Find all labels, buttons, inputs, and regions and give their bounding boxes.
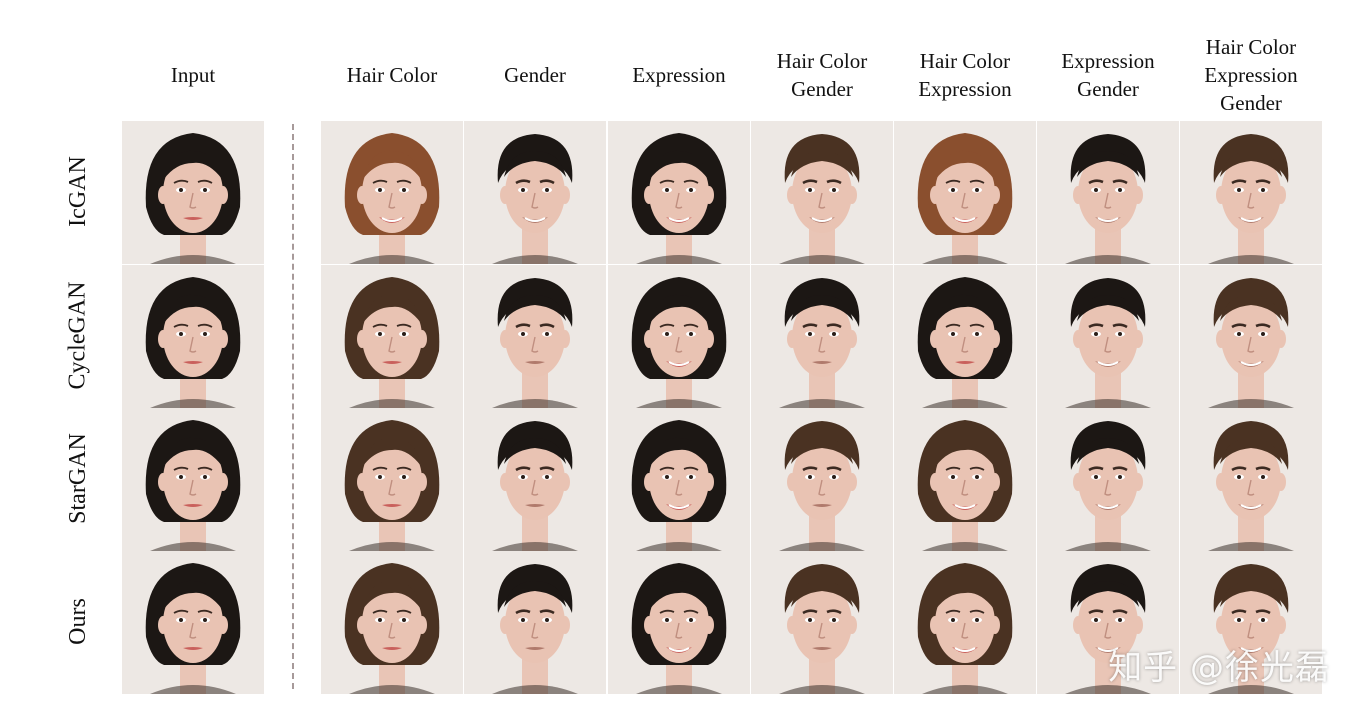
row-label-text: StarGAN [64, 432, 91, 524]
face-image-cyclegan-7 [1180, 265, 1322, 408]
face-image-cyclegan-0 [122, 265, 264, 408]
column-header-3: Expression [632, 63, 726, 87]
face-image-ours-6 [1037, 551, 1179, 694]
face-image-ours-3 [608, 551, 750, 694]
face-image-cyclegan-6 [1037, 265, 1179, 408]
row-label-text: Ours [64, 597, 91, 645]
row-label-text: CycleGAN [64, 281, 91, 389]
row-label-1: CycleGAN [48, 265, 108, 405]
face-image-stargan-0 [122, 408, 264, 551]
face-image-icgan-4 [751, 121, 893, 264]
face-image-icgan-1 [321, 121, 463, 264]
face-image-icgan-2 [464, 121, 606, 264]
face-image-ours-4 [751, 551, 893, 694]
face-image-cyclegan-4 [751, 265, 893, 408]
face-image-ours-5 [894, 551, 1036, 694]
face-image-cyclegan-3 [608, 265, 750, 408]
face-image-ours-1 [321, 551, 463, 694]
face-image-stargan-4 [751, 408, 893, 551]
face-image-cyclegan-2 [464, 265, 606, 408]
face-image-icgan-3 [608, 121, 750, 264]
face-image-ours-0 [122, 551, 264, 694]
column-header-0: Input [170, 63, 216, 87]
column-header-1: Hair Color [346, 63, 438, 87]
face-image-stargan-1 [321, 408, 463, 551]
column-header-4: Hair Color Gender [776, 49, 868, 101]
row-label-0: IcGAN [48, 121, 108, 261]
column-header-7: Hair Color Expression Gender [1204, 35, 1298, 115]
column-header-6: Expression Gender [1061, 49, 1155, 101]
row-label-text: IcGAN [64, 155, 91, 227]
face-image-stargan-6 [1037, 408, 1179, 551]
face-image-stargan-3 [608, 408, 750, 551]
dashed-divider [292, 124, 294, 689]
watermark: 知乎 @徐光磊 [1108, 648, 1330, 688]
face-image-stargan-5 [894, 408, 1036, 551]
face-image-cyclegan-5 [894, 265, 1036, 408]
row-label-3: Ours [48, 551, 108, 691]
column-header-5: Hair Color Expression [918, 49, 1012, 101]
face-image-stargan-2 [464, 408, 606, 551]
column-header-2: Gender [504, 63, 566, 87]
face-image-cyclegan-1 [321, 265, 463, 408]
face-image-icgan-7 [1180, 121, 1322, 264]
face-image-ours-7 [1180, 551, 1322, 694]
face-image-stargan-7 [1180, 408, 1322, 551]
face-image-icgan-5 [894, 121, 1036, 264]
row-label-2: StarGAN [48, 408, 108, 548]
face-image-ours-2 [464, 551, 606, 694]
face-image-icgan-0 [122, 121, 264, 264]
face-image-icgan-6 [1037, 121, 1179, 264]
